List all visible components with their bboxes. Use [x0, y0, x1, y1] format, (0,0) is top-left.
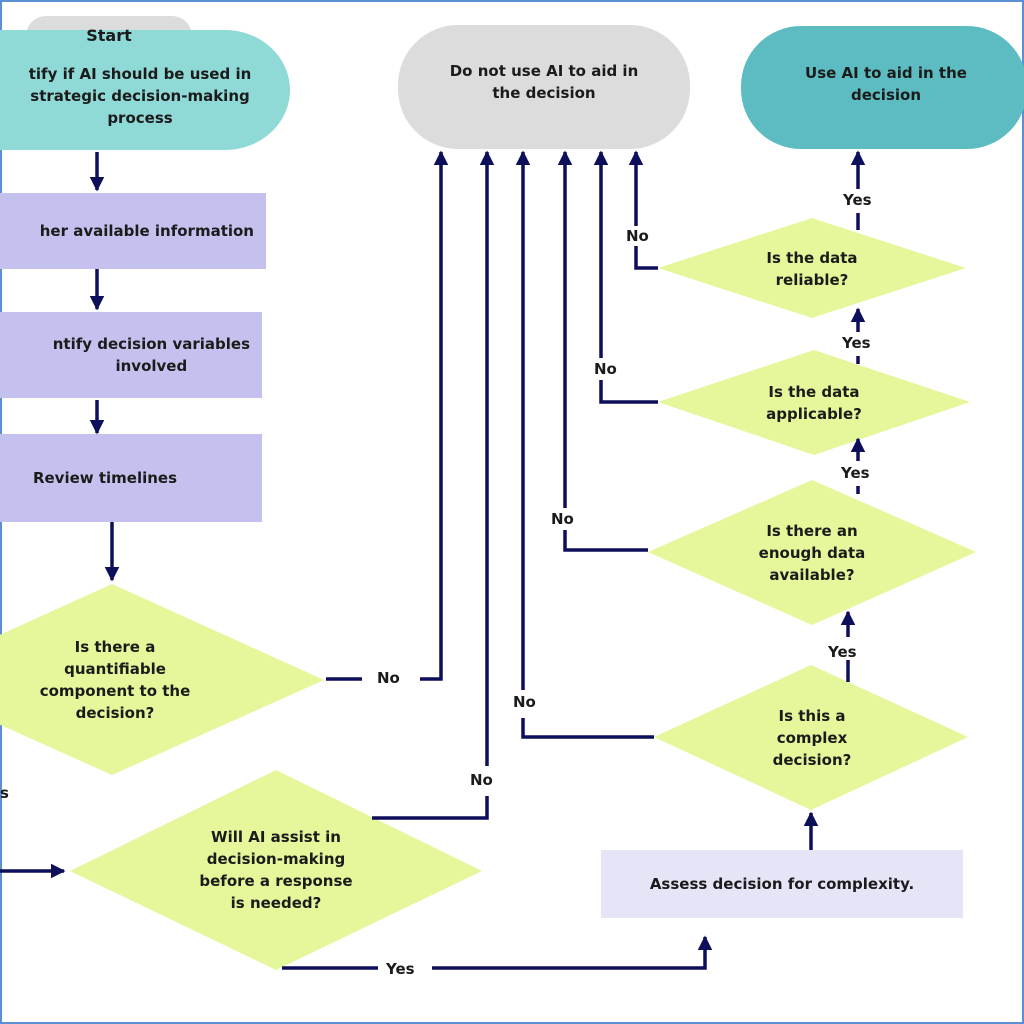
enough-data-diamond: [648, 480, 976, 625]
start-label: Start: [86, 26, 132, 45]
gather-node: [0, 193, 266, 269]
no-label-enough: No: [551, 510, 574, 528]
edge-complex-no: [521, 718, 654, 739]
yes-label-enough: Yes: [841, 464, 870, 482]
reliable-diamond: [658, 218, 966, 318]
reliable-label: Is the data reliable?: [766, 249, 858, 289]
variables-label: ntify decision variables involved: [52, 335, 250, 375]
yes-label-assist: Yes: [386, 960, 415, 978]
edge-quantifiable-no-up: [420, 150, 449, 681]
assist-diamond: [70, 770, 482, 970]
complex-diamond: [654, 665, 968, 810]
applicable-diamond: [658, 350, 970, 455]
yes-label-reliable: Yes: [843, 191, 872, 209]
no-label-quantifiable: No: [377, 669, 400, 687]
no-label-reliable: No: [626, 227, 649, 245]
identify-label: tify if AI should be used in strategic d…: [28, 65, 252, 127]
assess-label: Assess decision for complexity.: [649, 875, 915, 893]
edge-assist-no: [372, 796, 489, 820]
review-label: Review timelines: [32, 469, 178, 487]
yes-label-complex: Yes: [828, 643, 857, 661]
no-label-applicable: No: [594, 360, 617, 378]
edge-assist-yes-right: [432, 935, 713, 970]
use-ai-label: Use AI to aid in the decision: [805, 64, 967, 104]
assess-node: [601, 850, 963, 918]
no-label-assist: No: [470, 771, 493, 789]
yes-label-applicable: Yes: [842, 334, 871, 352]
no-label-complex: No: [513, 693, 536, 711]
partial-yes-label: s: [0, 784, 9, 802]
edge-reliable-no: [634, 246, 658, 270]
variables-node: [0, 312, 262, 398]
quantifiable-diamond: [0, 584, 324, 775]
identify-node: [0, 30, 290, 150]
review-node: [0, 434, 262, 522]
gather-label: her available information: [39, 222, 254, 240]
edge-enough-no: [563, 530, 648, 552]
complex-label: Is this a complex decision?: [772, 707, 852, 769]
do-not-use-label: Do not use AI to aid in the decision: [449, 62, 639, 102]
quantifiable-label: Is there a quantifiable component to the…: [39, 638, 191, 722]
enough-data-label: Is there an enough data available?: [758, 522, 866, 584]
edge-applicable-no: [599, 380, 658, 404]
use-ai-node: [741, 26, 1024, 149]
do-not-use-node: [398, 25, 690, 149]
assist-label: Will AI assist in decision-making before…: [199, 828, 353, 912]
applicable-label: Is the data applicable?: [766, 383, 862, 423]
